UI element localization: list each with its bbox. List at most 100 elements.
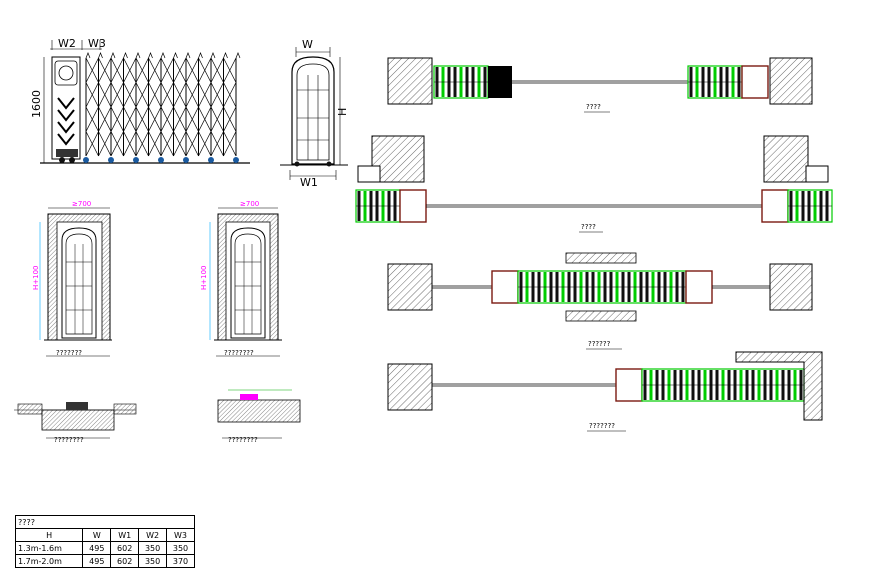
lattice-bar bbox=[198, 131, 212, 157]
caption-a: ??????? bbox=[56, 349, 82, 357]
gate-wheel bbox=[183, 157, 189, 163]
lattice-bar bbox=[110, 82, 124, 108]
label-w3: W3 bbox=[88, 37, 106, 50]
post-spike bbox=[198, 52, 203, 59]
lattice-bar bbox=[123, 106, 137, 132]
lattice-bar bbox=[110, 131, 124, 157]
lattice-bar bbox=[198, 57, 212, 83]
gate-wheel bbox=[208, 157, 214, 163]
lattice-bar bbox=[223, 57, 237, 83]
lattice-bar bbox=[210, 131, 224, 157]
table-cell: 370 bbox=[166, 554, 195, 568]
lattice-bar bbox=[173, 131, 187, 157]
gate-side-view: W H W1 bbox=[280, 38, 349, 189]
opening-elevation-a: ≥700 H+100 ??????? bbox=[32, 200, 112, 357]
post-spike bbox=[135, 52, 141, 59]
post-spike bbox=[160, 52, 166, 59]
label-w1: W1 bbox=[300, 176, 318, 189]
table-cell: 350 bbox=[166, 541, 195, 555]
post-spike bbox=[98, 52, 103, 59]
lattice-bar bbox=[160, 57, 174, 83]
lattice-bar bbox=[148, 106, 162, 132]
lattice-bar bbox=[98, 131, 112, 157]
plan2-caption: ???? bbox=[581, 223, 596, 231]
lattice-bar bbox=[135, 106, 149, 132]
pillar bbox=[763, 135, 809, 183]
lattice-bar bbox=[173, 82, 187, 108]
lattice-bar bbox=[148, 82, 162, 108]
post-spike bbox=[173, 52, 178, 59]
table-cell: 350 bbox=[138, 541, 168, 555]
header-cell: W bbox=[82, 528, 112, 542]
spec-table-header: H W W1 W2 W3 bbox=[14, 528, 195, 542]
plan4-caption: ??????? bbox=[589, 422, 615, 430]
lattice-bar bbox=[98, 57, 112, 83]
label-w-top: W bbox=[302, 38, 313, 51]
end-cap bbox=[491, 270, 519, 304]
lattice-bar bbox=[98, 106, 112, 132]
end-cap bbox=[399, 189, 427, 223]
lattice-bar bbox=[210, 106, 224, 132]
lattice-bar bbox=[85, 57, 99, 83]
pillar bbox=[371, 135, 425, 183]
post-spike bbox=[110, 52, 116, 59]
plan3-caption: ?????? bbox=[588, 340, 611, 348]
folding-gate-lattice bbox=[83, 52, 241, 163]
wall-stub bbox=[805, 165, 829, 183]
table-row: 1.3m-1.6m 495 602 350 350 bbox=[14, 541, 195, 555]
header-cell: H bbox=[14, 528, 84, 542]
lattice-bar bbox=[160, 131, 174, 157]
post-spike bbox=[210, 52, 216, 59]
end-cap bbox=[685, 270, 713, 304]
lattice-bar bbox=[123, 82, 137, 108]
lattice-bar bbox=[173, 106, 187, 132]
post-spike bbox=[123, 52, 128, 59]
lattice-bar bbox=[198, 82, 212, 108]
pillar bbox=[769, 57, 813, 105]
caption-d: ???????? bbox=[228, 436, 258, 444]
label-opening-b: ≥700 bbox=[240, 200, 259, 208]
lattice-bar bbox=[173, 57, 187, 83]
plan1-caption: ???? bbox=[586, 103, 601, 111]
lattice-bar bbox=[135, 82, 149, 108]
header-cell: W3 bbox=[166, 528, 195, 542]
caption-b: ???????? bbox=[224, 349, 254, 357]
motor-block bbox=[488, 66, 512, 98]
lattice-bar bbox=[135, 57, 149, 83]
lattice-bar bbox=[185, 131, 199, 157]
plan-views: ???? ???? ?????? ??????? bbox=[355, 57, 833, 432]
post-spike bbox=[223, 52, 228, 59]
table-cell: 495 bbox=[82, 541, 112, 555]
table-cell: 350 bbox=[138, 554, 168, 568]
table-cell: 1.3m-1.6m bbox=[14, 541, 84, 555]
wall-recess bbox=[735, 351, 823, 421]
track-section-b: ???????? bbox=[217, 389, 301, 444]
pillar bbox=[769, 263, 813, 311]
lattice-bar bbox=[85, 82, 99, 108]
end-cap bbox=[761, 189, 789, 223]
table-cell: 495 bbox=[82, 554, 112, 568]
lattice-bar bbox=[85, 106, 99, 132]
gate-wheel bbox=[83, 157, 89, 163]
lattice-bar bbox=[110, 106, 124, 132]
lattice-bar bbox=[210, 57, 224, 83]
post-spike bbox=[148, 52, 153, 59]
post-spike bbox=[185, 52, 191, 59]
gate-wheel bbox=[158, 157, 164, 163]
table-cell: 602 bbox=[110, 554, 140, 568]
table-cell: 602 bbox=[110, 541, 140, 555]
gate-wheel bbox=[133, 157, 139, 163]
track-section-a: ???????? bbox=[14, 402, 137, 444]
post-spike bbox=[85, 52, 91, 59]
lattice-bar bbox=[160, 82, 174, 108]
header-cell: W2 bbox=[138, 528, 168, 542]
lattice-bar bbox=[148, 131, 162, 157]
lattice-bar bbox=[160, 106, 174, 132]
spec-table: ???? H W W1 W2 W3 1.3m-1.6m 495 602 350 … bbox=[14, 515, 195, 568]
lattice-bar bbox=[210, 82, 224, 108]
pillar bbox=[387, 263, 433, 311]
pillar bbox=[387, 57, 433, 105]
lattice-bar bbox=[223, 106, 237, 132]
lattice-bar bbox=[135, 131, 149, 157]
